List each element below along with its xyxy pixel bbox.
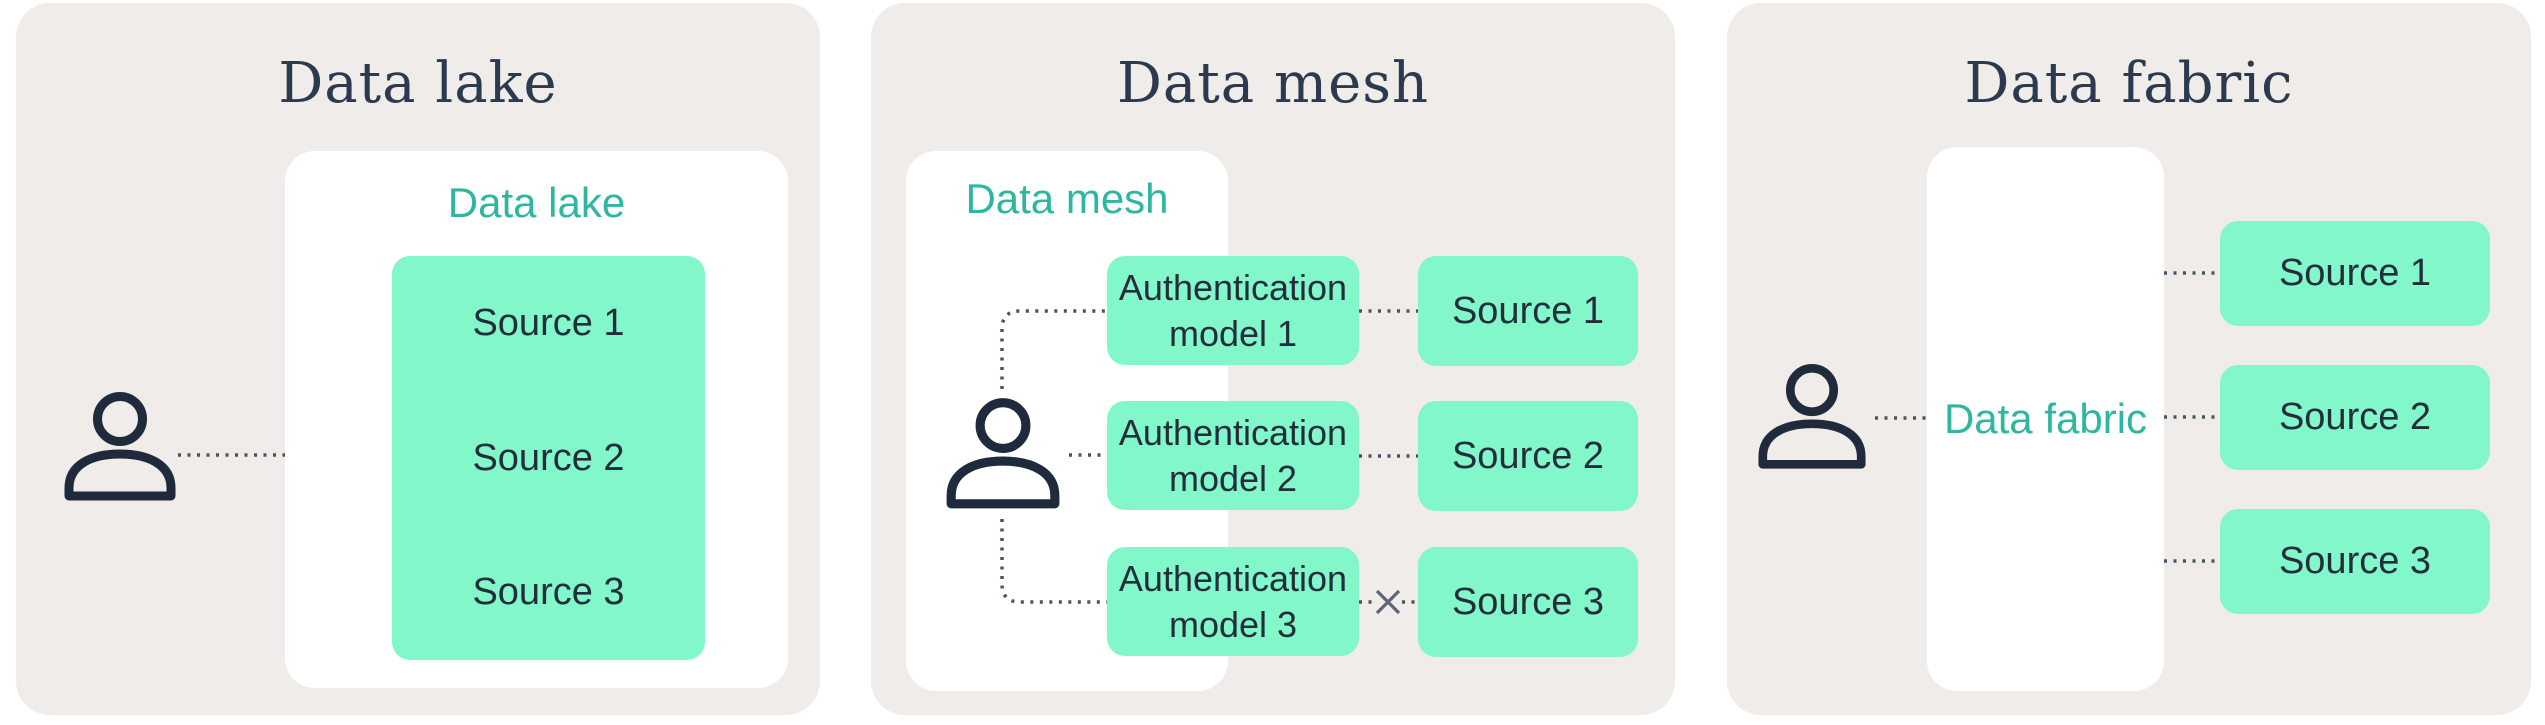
auth-model-line: Authentication <box>1118 558 1348 600</box>
source-2-box: Source 2 <box>2220 365 2490 470</box>
panel-data-fabric: Data fabric Data fabric Source 1 Source … <box>1727 3 2531 715</box>
panel-data-mesh: Data mesh Data mesh Authentication model… <box>871 3 1675 715</box>
panel-data-lake: Data lake Data lake Source 1 Source 2 So… <box>16 3 820 715</box>
auth-model-line: model 3 <box>1168 603 1298 645</box>
auth-model-2-box: Authentication model 2 <box>1107 401 1359 510</box>
source-2-box: Source 2 <box>1418 401 1638 511</box>
auth-model-1-box: Authentication model 1 <box>1107 256 1359 365</box>
person-icon <box>64 392 176 501</box>
source-3-box: Source 3 <box>2220 509 2490 614</box>
panel-title-data-lake: Data lake <box>278 51 558 116</box>
auth-model-line: Authentication <box>1118 267 1348 309</box>
source-3-box: Source 3 <box>1418 547 1638 657</box>
source-item: Source 2 <box>472 436 625 479</box>
x-cross-icon <box>1375 589 1401 615</box>
data-lake-label: Data lake <box>447 179 626 226</box>
data-fabric-label: Data fabric <box>1943 395 2148 442</box>
source-item: Source 1 <box>472 301 625 344</box>
auth-model-line: Authentication <box>1118 412 1348 454</box>
source-1-box: Source 1 <box>1418 256 1638 366</box>
panel-title-data-fabric: Data fabric <box>1964 51 2294 116</box>
person-icon <box>946 398 1060 509</box>
data-fabric-container: Data fabric <box>1927 147 2164 691</box>
auth-model-line: model 1 <box>1168 312 1298 354</box>
data-mesh-label: Data mesh <box>965 175 1169 222</box>
source-1-box: Source 1 <box>2220 221 2490 326</box>
person-icon <box>1758 363 1866 469</box>
panel-title-data-mesh: Data mesh <box>1116 51 1430 116</box>
auth-model-line: model 2 <box>1168 457 1298 499</box>
auth-model-3-box: Authentication model 3 <box>1107 547 1359 656</box>
source-item: Source 3 <box>472 571 625 614</box>
data-lake-sources-box: Source 1 Source 2 Source 3 <box>392 256 705 660</box>
